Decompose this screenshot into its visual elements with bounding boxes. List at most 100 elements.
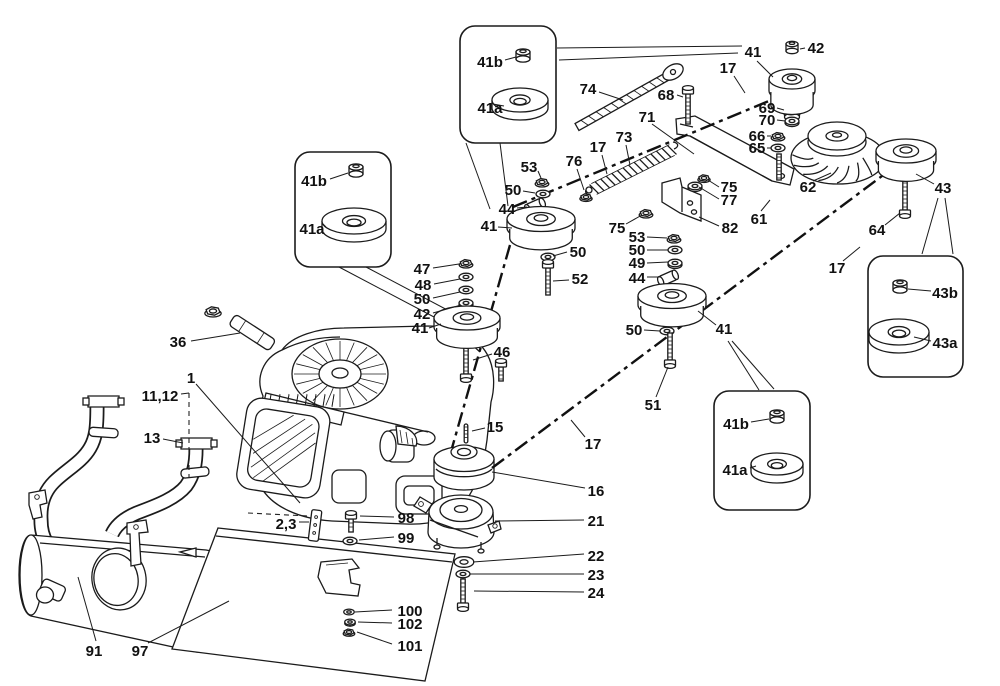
part-label-98: 98 (398, 510, 415, 527)
leader-line-22 (472, 553, 585, 563)
washer (458, 272, 474, 282)
leader-line-71 (651, 123, 695, 155)
crankshaft-pulley-16 (433, 444, 495, 491)
part-label-36: 36 (170, 334, 187, 351)
leader-line-49 (646, 261, 669, 264)
leader-line-50 (432, 291, 461, 299)
leader-line-100 (354, 609, 393, 613)
part-label-16: 16 (588, 483, 605, 500)
pipe-clamp-13 (180, 466, 210, 479)
spacer-plate-2-3 (307, 509, 323, 542)
leader-line-51 (655, 366, 669, 398)
engine (236, 325, 495, 525)
leader-line-50 (522, 190, 536, 194)
exhaust-flange-left (87, 395, 120, 408)
washer (453, 556, 475, 568)
washer (344, 618, 356, 627)
idler-pulley-41 (875, 138, 937, 183)
leader-line-21 (494, 519, 585, 522)
washer (343, 608, 355, 616)
part-label-43b: 43b (932, 285, 958, 302)
leader-line-62 (812, 172, 832, 182)
part-label-17: 17 (720, 60, 737, 77)
leader-line-17 (601, 154, 608, 175)
part-label-100: 100 (397, 603, 422, 620)
washer (667, 258, 683, 270)
leader-line-69 (776, 107, 785, 111)
leader-line-17 (842, 246, 861, 262)
fan-spokes (294, 341, 386, 407)
engine-mount-bracket (317, 558, 361, 597)
muffler-strap (126, 519, 149, 567)
leader-line-42 (432, 304, 462, 314)
part-label-68: 68 (658, 87, 675, 104)
leader-line-17 (570, 419, 586, 438)
reference-dashed-lines (188, 393, 309, 517)
leader-line-17 (733, 75, 746, 94)
leader-line-43a (913, 336, 932, 342)
part-label-1: 1 (187, 370, 195, 387)
belt-17-lines (450, 89, 903, 469)
leader-line-77 (698, 186, 720, 200)
idler-pulley-41 (506, 205, 576, 251)
leader-line-75 (625, 214, 643, 225)
idler-pulley-41 (637, 282, 707, 328)
air-filter (236, 397, 331, 499)
part-label-49: 49 (629, 255, 646, 272)
inset-box-41-bottom (713, 390, 811, 511)
part-label-64: 64 (869, 222, 886, 239)
lock-nut (348, 163, 364, 178)
hex-nut (458, 258, 474, 269)
eyebolt-76 (585, 186, 593, 194)
part-label-13: 13 (144, 430, 161, 447)
part-label-51: 51 (645, 397, 662, 414)
part-label-77: 77 (721, 192, 738, 209)
part-label-76: 76 (566, 153, 583, 170)
part-label-50: 50 (505, 182, 522, 199)
part-label-75: 75 (609, 220, 626, 237)
leader-line-68 (676, 94, 684, 98)
leader-line-70 (776, 119, 786, 122)
pulley-detail (750, 452, 804, 484)
part-label-61: 61 (751, 211, 768, 228)
leader-line-42 (799, 47, 806, 50)
part-label-15: 15 (487, 419, 504, 436)
leader-line-41b (329, 172, 349, 180)
part-label-42: 42 (414, 306, 431, 323)
clutch-21 (413, 494, 502, 554)
washer (770, 143, 786, 153)
hex-nut (770, 131, 786, 142)
part-label-53: 53 (629, 229, 646, 246)
leader-line-91 (77, 576, 97, 642)
hex-nut (697, 174, 711, 184)
lock-nut (515, 48, 531, 63)
belt-17 (491, 160, 903, 469)
leader-line-98 (359, 515, 395, 518)
part-label-22: 22 (588, 548, 605, 565)
leader-line-64 (884, 212, 901, 226)
part-label-82: 82 (722, 220, 739, 237)
part-label-97: 97 (132, 643, 149, 660)
leader-line-46 (472, 353, 493, 361)
part-label-41: 41 (412, 320, 429, 337)
hex-nut (638, 208, 654, 219)
washer (784, 116, 800, 128)
idler-pulley-41 (768, 68, 816, 116)
leader-line-13 (162, 438, 184, 444)
leader-line-50 (552, 251, 568, 257)
part-label-43: 43 (935, 180, 952, 197)
bracket-82 (661, 177, 702, 222)
part-label-69: 69 (759, 100, 776, 117)
leader-line-41a (322, 223, 327, 228)
leader-line-11,12 (180, 392, 190, 395)
inset-box-43 (867, 255, 964, 378)
idler-pulley-41 (433, 305, 501, 350)
part-label-50: 50 (414, 291, 431, 308)
part-label-52: 52 (572, 271, 589, 288)
hex-nut (666, 233, 682, 244)
tension-spring-73 (585, 141, 679, 196)
leader-line-74 (598, 91, 624, 101)
part-label-48: 48 (415, 277, 432, 294)
part-label-75: 75 (721, 179, 738, 196)
spacer-36 (229, 314, 276, 351)
